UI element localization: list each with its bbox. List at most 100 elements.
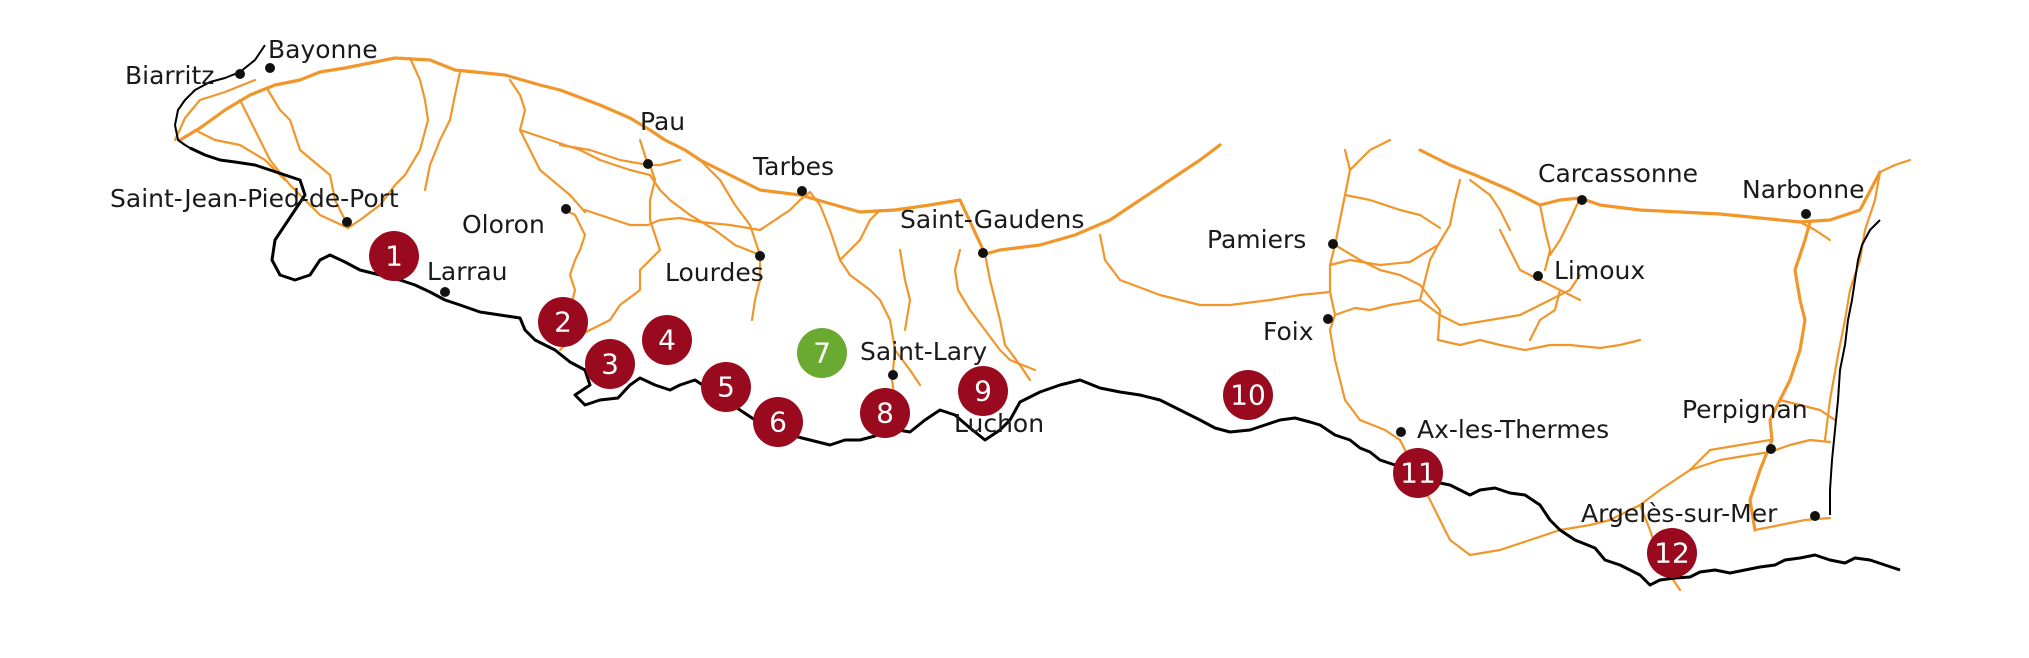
road-network — [173, 56, 1912, 592]
marker-number: 2 — [554, 306, 572, 339]
city-label: Oloron — [462, 210, 545, 239]
city-dot — [561, 204, 571, 214]
city-label: Saint-Gaudens — [900, 205, 1084, 234]
marker-3[interactable]: 3 — [585, 339, 635, 389]
marker-2[interactable]: 2 — [538, 297, 588, 347]
marker-9[interactable]: 9 — [958, 366, 1008, 416]
city-dot — [1810, 511, 1820, 521]
city-label: Lourdes — [665, 258, 764, 287]
city-dot — [1396, 427, 1406, 437]
city-label: Ax-les-Thermes — [1417, 415, 1609, 444]
marker-number: 4 — [658, 324, 676, 357]
marker-number: 12 — [1654, 537, 1690, 570]
marker-number: 8 — [876, 397, 894, 430]
border-spain-france — [189, 146, 1901, 587]
city-dot — [342, 217, 352, 227]
marker-4[interactable]: 4 — [642, 315, 692, 365]
city-larrau: Larrau — [427, 257, 508, 297]
marker-8[interactable]: 8 — [860, 388, 910, 438]
city-dot — [1577, 195, 1587, 205]
city-saint-gaudens: Saint-Gaudens — [900, 205, 1084, 258]
city-dot — [755, 251, 765, 261]
city-oloron: Oloron — [462, 204, 571, 239]
road-major-east — [1418, 148, 1882, 224]
city-dot — [978, 248, 988, 258]
city-lourdes: Lourdes — [665, 251, 765, 287]
city-dot — [235, 69, 245, 79]
road-major-north — [178, 56, 1222, 256]
marker-circle — [1223, 370, 1273, 420]
city-label: Luchon — [954, 409, 1044, 438]
marker-circle — [538, 297, 588, 347]
marker-number: 7 — [813, 337, 831, 370]
marker-circle — [642, 315, 692, 365]
city-dot — [1328, 239, 1338, 249]
marker-number: 3 — [601, 348, 619, 381]
marker-circle — [1393, 448, 1443, 498]
city-dot — [1323, 314, 1333, 324]
city-argeles-sur-mer: Argelès-sur-Mer — [1581, 499, 1820, 528]
road-major-coast — [1748, 220, 1812, 532]
city-dot — [1533, 271, 1543, 281]
city-dot — [440, 287, 450, 297]
coastline-mediterranean — [1829, 219, 1881, 515]
marker-12[interactable]: 12 — [1647, 528, 1697, 578]
city-label: Pau — [640, 107, 685, 136]
city-label: Biarritz — [125, 61, 214, 90]
city-saint-lary: Saint-Lary — [860, 337, 987, 380]
marker-number: 5 — [717, 371, 735, 404]
city-dot — [797, 186, 807, 196]
city-luchon: Luchon — [954, 409, 1044, 438]
marker-7[interactable]: 7 — [797, 328, 847, 378]
marker-5[interactable]: 5 — [701, 362, 751, 412]
city-label: Larrau — [427, 257, 508, 286]
city-tarbes: Tarbes — [752, 152, 834, 196]
marker-circle — [369, 231, 419, 281]
city-label: Tarbes — [752, 152, 834, 181]
marker-number: 9 — [974, 375, 992, 408]
markers: 1 2 3 4 5 6 7 8 — [369, 231, 1697, 578]
city-label: Bayonne — [268, 35, 378, 64]
city-label: Saint-Lary — [860, 337, 987, 366]
marker-circle — [958, 366, 1008, 416]
city-ax-les-thermes: Ax-les-Thermes — [1396, 415, 1609, 444]
marker-circle — [585, 339, 635, 389]
marker-1[interactable]: 1 — [369, 231, 419, 281]
marker-number: 6 — [769, 406, 787, 439]
marker-6[interactable]: 6 — [753, 397, 803, 447]
city-pamiers: Pamiers — [1207, 225, 1338, 254]
marker-10[interactable]: 10 — [1223, 370, 1273, 420]
city-limoux: Limoux — [1533, 256, 1645, 285]
city-narbonne: Narbonne — [1742, 175, 1865, 219]
city-label: Narbonne — [1742, 175, 1865, 204]
city-biarritz: Biarritz — [125, 61, 245, 90]
marker-number: 11 — [1400, 457, 1436, 490]
city-dot — [1801, 209, 1811, 219]
borders — [189, 146, 1901, 587]
marker-11[interactable]: 11 — [1393, 448, 1443, 498]
city-dot — [265, 63, 275, 73]
city-label: Carcassonne — [1538, 159, 1698, 188]
city-label: Saint-Jean-Pied-de-Port — [110, 184, 399, 213]
city-label: Perpignan — [1682, 395, 1808, 424]
city-perpignan: Perpignan — [1682, 395, 1808, 454]
city-dot — [643, 159, 653, 169]
city-dot — [888, 370, 898, 380]
city-label: Pamiers — [1207, 225, 1306, 254]
city-label: Argelès-sur-Mer — [1581, 499, 1778, 528]
city-dot — [1766, 444, 1776, 454]
city-pau: Pau — [640, 107, 685, 169]
marker-circle — [701, 362, 751, 412]
city-carcassonne: Carcassonne — [1538, 159, 1698, 205]
city-saint-jean-pied-de-port: Saint-Jean-Pied-de-Port — [110, 184, 399, 227]
marker-circle — [753, 397, 803, 447]
cities: Biarritz Bayonne Saint-Jean-Pied-de-Port… — [110, 35, 1865, 528]
city-label: Foix — [1263, 317, 1314, 346]
marker-circle — [797, 328, 847, 378]
city-bayonne: Bayonne — [265, 35, 378, 73]
marker-number: 10 — [1230, 379, 1266, 412]
marker-circle — [860, 388, 910, 438]
marker-circle — [1647, 528, 1697, 578]
city-label: Limoux — [1554, 256, 1645, 285]
